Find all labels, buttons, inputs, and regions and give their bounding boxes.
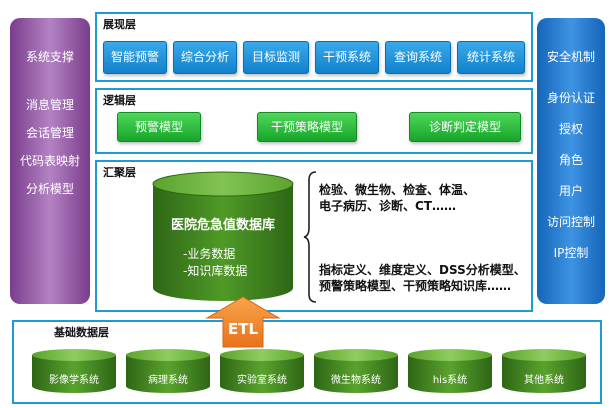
smart-warning-box: 智能预警: [103, 41, 167, 74]
data-sources-note: 检验、微生物、检查、体温、 电子病历、诊断、CT……: [319, 182, 475, 214]
diagnosis-model-box: 诊断判定模型: [409, 112, 521, 142]
aggregation-layer-title: 汇聚层: [103, 166, 136, 179]
side-item-ip-control: IP控制: [553, 246, 589, 260]
side-item-session-management: 会话管理: [25, 126, 74, 140]
database-name: 医院危急值数据库: [170, 218, 275, 233]
system-label-other: 其他系统: [524, 375, 564, 386]
models-line-1: 指标定义、维度定义、DSS分析模型、: [319, 263, 526, 277]
cylinder-pathology-icon: [126, 349, 210, 393]
cylinder-laboratory-icon: [220, 349, 304, 393]
system-label-pathology: 病理系统: [148, 375, 188, 386]
presentation-layer: 展现层 智能预警 综合分析 目标监测 干预系统 查询系统 统计系统: [95, 12, 533, 82]
system-support-title: 系统支撑: [25, 50, 74, 64]
logic-layer-title: 逻辑层: [103, 94, 136, 107]
database-item-business: -业务数据: [183, 247, 236, 261]
data-sources-line-1: 检验、微生物、检查、体温、: [319, 183, 476, 197]
database-item-knowledge: -知识库数据: [183, 264, 248, 278]
side-item-authorization: 授权: [558, 122, 583, 136]
side-item-message-management: 消息管理: [25, 98, 74, 112]
side-item-analysis-model: 分析模型: [25, 182, 74, 196]
foundation-layer-title: 基础数据层: [54, 326, 109, 339]
cylinder-imaging-icon: [32, 349, 116, 393]
system-support-panel: 系统支撑 消息管理 会话管理 代码表映射 分析模型: [10, 18, 90, 304]
etl-arrow-icon: [205, 296, 281, 348]
system-label-microbiology: 微生物系统: [331, 375, 381, 386]
side-item-access-control: 访问控制: [546, 215, 595, 229]
query-system-box: 查询系统: [385, 41, 451, 74]
database-cylinder-icon: [152, 171, 294, 301]
cylinder-his-icon: [408, 349, 492, 393]
warning-model-box: 预警模型: [117, 112, 201, 142]
statistics-system-box: 统计系统: [457, 41, 525, 74]
models-line-2: 预警策略模型、干预策略知识库……: [319, 279, 512, 293]
target-monitoring-box: 目标监测: [243, 41, 309, 74]
security-mechanism-title: 安全机制: [546, 50, 595, 64]
database-items: -业务数据 -知识库数据: [183, 246, 247, 280]
intervention-system-box: 干预系统: [315, 41, 379, 74]
cylinder-microbiology-icon: [314, 349, 398, 393]
etl-label: ETL: [227, 320, 259, 338]
side-item-code-mapping: 代码表映射: [19, 154, 80, 168]
side-item-user: 用户: [558, 184, 583, 198]
system-label-his: his系统: [432, 375, 468, 386]
bracket-icon: [303, 171, 317, 303]
foundation-cylinders: [32, 349, 586, 393]
system-label-laboratory: 实验室系统: [237, 375, 287, 386]
logic-layer: 逻辑层 预警模型 干预策略模型 诊断判定模型: [95, 88, 533, 154]
data-sources-line-2: 电子病历、诊断、CT……: [319, 199, 456, 213]
presentation-layer-title: 展现层: [103, 18, 136, 31]
models-note: 指标定义、维度定义、DSS分析模型、 预警策略模型、干预策略知识库……: [319, 262, 526, 294]
side-item-authentication: 身份认证: [546, 91, 595, 105]
security-mechanism-panel: 安全机制 身份认证 授权 角色 用户 访问控制 IP控制: [537, 18, 605, 304]
system-label-imaging: 影像学系统: [49, 375, 99, 386]
comprehensive-analysis-box: 综合分析: [173, 41, 237, 74]
aggregation-layer: 汇聚层 医院危急值数据库 -业务数据 -知识库数据 检验、微生物、检查、体温、 …: [95, 160, 533, 312]
intervention-strategy-model-box: 干预策略模型: [257, 112, 357, 142]
cylinder-other-icon: [502, 349, 586, 393]
side-item-role: 角色: [558, 153, 583, 167]
